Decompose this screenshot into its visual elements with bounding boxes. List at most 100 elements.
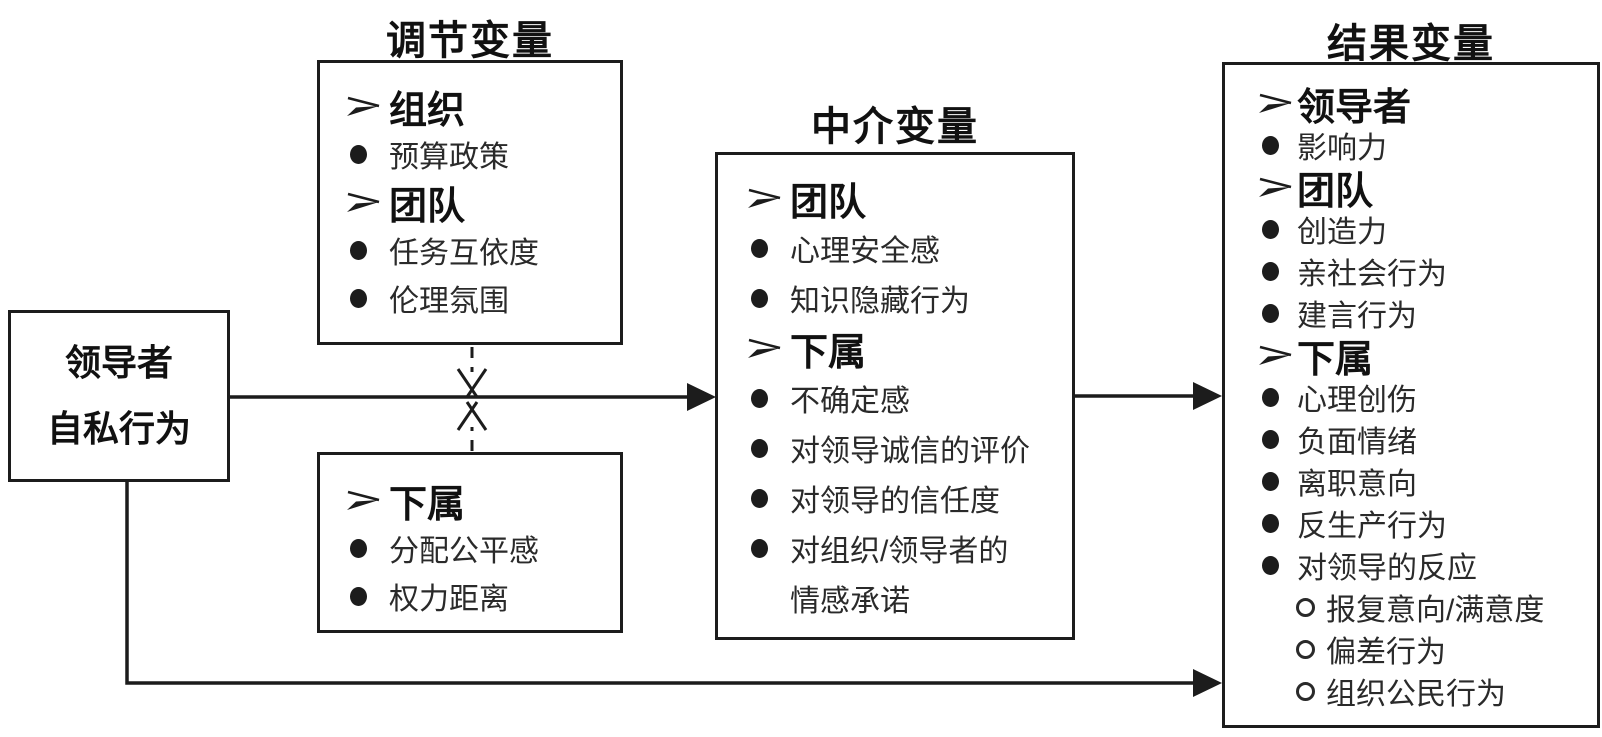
list-item-label: 亲社会行为 — [1297, 258, 1447, 291]
list-item-label: 影响力 — [1297, 132, 1387, 165]
list-header-label: 团队 — [1297, 170, 1374, 213]
list-header: 下属 — [1257, 334, 1591, 381]
list-item-label: 权力距离 — [389, 583, 509, 616]
open-arrowhead-top-right-stroke — [465, 368, 488, 398]
bullet-icon — [746, 538, 790, 558]
open-arrowhead-top-left-stroke — [456, 368, 479, 398]
bullet-icon — [1257, 303, 1297, 323]
right-arrowhead-icon — [345, 189, 389, 215]
list-header: 团队 — [746, 173, 1066, 224]
list-sub-item: 报复意向/满意度 — [1257, 586, 1591, 628]
bullet-icon — [746, 238, 790, 258]
moderator-subordinate-box: 下属 分配公平感 权力距离 — [317, 452, 623, 633]
arrowhead-mediator-to-outcome — [1193, 382, 1222, 410]
bullet-icon — [1257, 555, 1297, 575]
list-item: 对领导的信任度 — [746, 473, 1066, 523]
bullet-icon — [1257, 513, 1297, 533]
bullet-icon — [746, 288, 790, 308]
list-header-label: 下属 — [1297, 338, 1374, 381]
list-sub-item: 偏差行为 — [1257, 628, 1591, 670]
list-item: 任务互依度 — [345, 226, 614, 274]
arrowhead-antecedent-direct-to-outcome — [1193, 669, 1222, 697]
bullet-icon — [1257, 387, 1297, 407]
list-item: 分配公平感 — [345, 524, 614, 572]
list-item-label: 创造力 — [1297, 216, 1387, 249]
list-header-label: 团队 — [790, 181, 867, 224]
right-arrowhead-icon — [746, 185, 790, 211]
right-arrowhead-icon — [1257, 342, 1297, 368]
list-item-label: 对领导的信任度 — [790, 485, 1000, 518]
list-header: 领导者 — [1257, 82, 1591, 129]
moderator-org-team-box: 组织 预算政策 团队 任务互依度 伦理氛围 — [317, 60, 623, 345]
list-item: 创造力 — [1257, 208, 1591, 250]
open-arrowhead-bottom-left-stroke — [456, 401, 479, 431]
list-sub-item-label: 报复意向/满意度 — [1326, 594, 1545, 627]
bullet-icon — [746, 438, 790, 458]
list-item-label: 任务互依度 — [389, 237, 539, 270]
list-header: 下属 — [746, 323, 1066, 374]
bullet-icon — [1257, 135, 1297, 155]
list-item-continuation: 情感承诺 — [746, 573, 1066, 623]
list-header-label: 领导者 — [1297, 86, 1412, 129]
list-item: 反生产行为 — [1257, 502, 1591, 544]
open-circle-icon — [1296, 597, 1326, 617]
list-item: 伦理氛围 — [345, 274, 614, 322]
list-sub-item-label: 组织公民行为 — [1326, 678, 1506, 711]
bullet-icon — [1257, 471, 1297, 491]
right-arrowhead-icon — [1257, 90, 1297, 116]
list-item-label: 伦理氛围 — [389, 285, 509, 318]
list-header: 组织 — [345, 82, 614, 132]
bullet-icon — [345, 586, 389, 606]
list-item-label: 知识隐藏行为 — [790, 285, 970, 318]
list-item: 离职意向 — [1257, 460, 1591, 502]
list-item-label: 负面情绪 — [1297, 426, 1417, 459]
right-arrowhead-icon — [1257, 174, 1297, 200]
list-header-label: 下属 — [389, 483, 466, 526]
list-item: 亲社会行为 — [1257, 250, 1591, 292]
list-item: 建言行为 — [1257, 292, 1591, 334]
list-item-label: 对领导的反应 — [1297, 552, 1477, 585]
right-arrowhead-icon — [345, 93, 389, 119]
list-item-label: 分配公平感 — [389, 535, 539, 568]
mediator-box: 团队 心理安全感 知识隐藏行为 下属 不确定感 对领导诚信的评价 对领导的信任度 — [715, 152, 1075, 640]
list-item: 负面情绪 — [1257, 418, 1591, 460]
bullet-icon — [345, 538, 389, 558]
list-item: 知识隐藏行为 — [746, 273, 1066, 323]
list-item-label: 建言行为 — [1297, 300, 1417, 333]
list-item-label: 心理安全感 — [790, 235, 940, 268]
list-item: 对领导的反应 — [1257, 544, 1591, 586]
right-arrowhead-icon — [746, 335, 790, 361]
bullet-icon — [746, 388, 790, 408]
list-sub-item-label: 偏差行为 — [1326, 636, 1446, 669]
list-item-label: 对领导诚信的评价 — [790, 435, 1030, 468]
bullet-icon — [345, 288, 389, 308]
bullet-icon — [345, 240, 389, 260]
antecedent-line-1: 领导者 — [64, 342, 173, 383]
bullet-icon — [345, 144, 389, 164]
list-item: 对领导诚信的评价 — [746, 423, 1066, 473]
bullet-icon — [1257, 219, 1297, 239]
right-arrowhead-icon — [345, 487, 389, 513]
open-arrowhead-bottom-right-stroke — [465, 401, 488, 431]
list-item-label: 预算政策 — [389, 141, 509, 174]
outcome-box: 领导者 影响力 团队 创造力 亲社会行为 建言行为 下属 心理创伤 — [1222, 62, 1600, 728]
list-item: 对组织/领导者的 — [746, 523, 1066, 573]
moderator-column-title: 调节变量 — [386, 19, 554, 63]
list-header-label: 下属 — [790, 331, 867, 374]
list-item-label: 心理创伤 — [1297, 384, 1417, 417]
antecedent-line-2: 自私行为 — [46, 408, 191, 449]
mediator-column-title: 中介变量 — [811, 105, 979, 149]
antecedent-box: 领导者 自私行为 — [8, 310, 230, 482]
list-item: 心理创伤 — [1257, 376, 1591, 418]
bullet-icon — [746, 488, 790, 508]
list-header-label: 团队 — [389, 185, 466, 228]
list-item: 预算政策 — [345, 130, 614, 178]
list-item: 权力距离 — [345, 572, 614, 620]
list-item: 心理安全感 — [746, 223, 1066, 273]
list-item-label: 离职意向 — [1297, 468, 1417, 501]
list-header: 团队 — [345, 178, 614, 228]
list-item-label: 不确定感 — [790, 385, 910, 418]
arrowhead-antecedent-to-mediator — [687, 383, 716, 411]
outcome-column-title: 结果变量 — [1327, 22, 1495, 66]
